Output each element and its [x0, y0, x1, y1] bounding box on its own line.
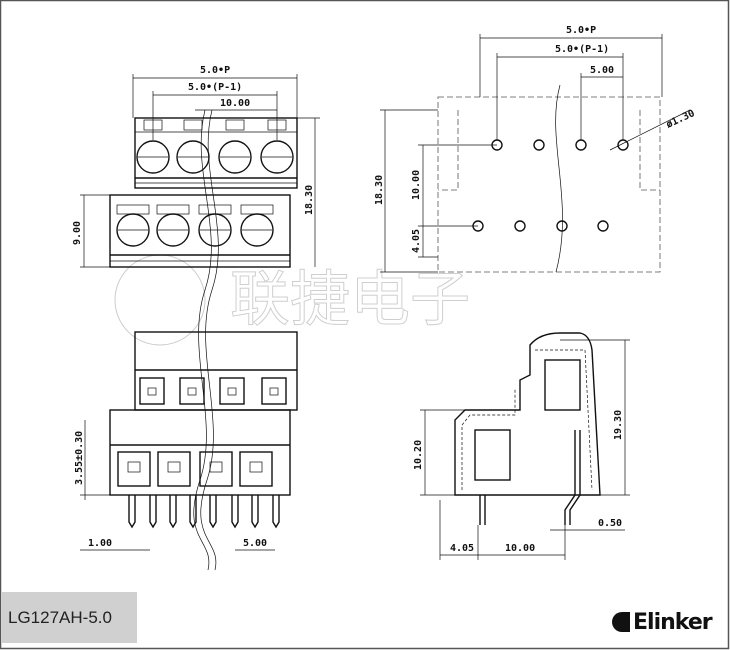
wire-window [139, 377, 165, 405]
wire-window [239, 451, 273, 487]
brand-mark-icon [612, 612, 630, 632]
pcb-hole [597, 220, 609, 232]
clamp [249, 461, 263, 473]
side-dim-pin-width: 0.50 [598, 518, 622, 529]
screw [176, 140, 210, 174]
clamp [209, 461, 223, 473]
side-dim-height: 19.30 [613, 410, 624, 440]
pcb-dim-pitch: 5.00 [590, 65, 614, 76]
screw [218, 140, 252, 174]
pin [189, 495, 197, 529]
clamp [269, 387, 279, 396]
wire-window [219, 377, 245, 405]
pcb-hole [533, 139, 545, 151]
watermark: 联捷电子 [114, 254, 471, 346]
pin [251, 495, 259, 529]
watermark-text: 联捷电子 [230, 265, 470, 335]
screw [260, 140, 294, 174]
latch-tab [156, 204, 190, 215]
dim-pitch: 5.00 [243, 538, 267, 549]
pin [169, 495, 177, 529]
wire-window [261, 377, 287, 405]
screw [136, 140, 170, 174]
dim-total-width: 5.0•P [200, 65, 230, 76]
pcb-hole [514, 220, 526, 232]
latch-tab [116, 204, 150, 215]
latch-tab [198, 204, 232, 215]
wire-window [157, 451, 191, 487]
wire-window [179, 377, 205, 405]
brand-name: Elinker [633, 610, 713, 635]
side-dim-row-pitch: 10.00 [505, 543, 535, 554]
dim-pin-gap: 1.00 [88, 538, 112, 549]
top-view: 5.0•P 5.0•(P-1) 10.00 18.30 9.00 [72, 65, 320, 268]
clamp [127, 461, 141, 473]
side-dim-lower-height: 10.20 [413, 440, 424, 470]
dim-lower-height: 9.00 [72, 221, 83, 245]
pin [231, 495, 239, 529]
pcb-dim-height: 18.30 [374, 175, 385, 205]
pin [209, 495, 217, 529]
wire-window [199, 451, 233, 487]
pcb-dim-pitch-span: 5.0•(P-1) [555, 44, 609, 55]
side-dim-offset: 4.05 [450, 543, 474, 554]
dim-height: 18.30 [304, 185, 315, 215]
pcb-hole [556, 220, 568, 232]
pin [149, 495, 157, 529]
clamp [187, 387, 197, 396]
pcb-hole [575, 139, 587, 151]
pcb-layout: 5.0•P 5.0•(P-1) 5.00 ø1.30 18.30 10.00 4… [374, 25, 697, 273]
dim-span: 10.00 [220, 98, 250, 109]
pcb-dim-row-offset: 4.05 [411, 229, 422, 253]
pin [128, 495, 136, 529]
model-number-label: LG127AH-5.0 [2, 592, 137, 643]
latch-tab [240, 204, 274, 215]
pin [272, 495, 280, 529]
latch-tab [225, 119, 245, 131]
dim-pitch-span: 5.0•(P-1) [188, 82, 242, 93]
clamp [227, 387, 237, 396]
pcb-dim-total: 5.0•P [566, 25, 596, 36]
wire-window [117, 451, 151, 487]
pcb-dim-hole: ø1.30 [665, 108, 697, 131]
break-line [193, 109, 212, 571]
latch-tab [183, 119, 203, 131]
clamp [147, 387, 157, 396]
clamp [167, 461, 181, 473]
front-view: 3.55±0.30 1.00 5.00 [74, 331, 298, 551]
side-view: 19.30 10.20 0.50 4.05 10.00 [413, 332, 630, 560]
pcb-dim-row-gap: 10.00 [411, 170, 422, 200]
dim-pin-offset: 3.55±0.30 [74, 431, 85, 485]
brand-logo: Elinker [612, 610, 713, 635]
